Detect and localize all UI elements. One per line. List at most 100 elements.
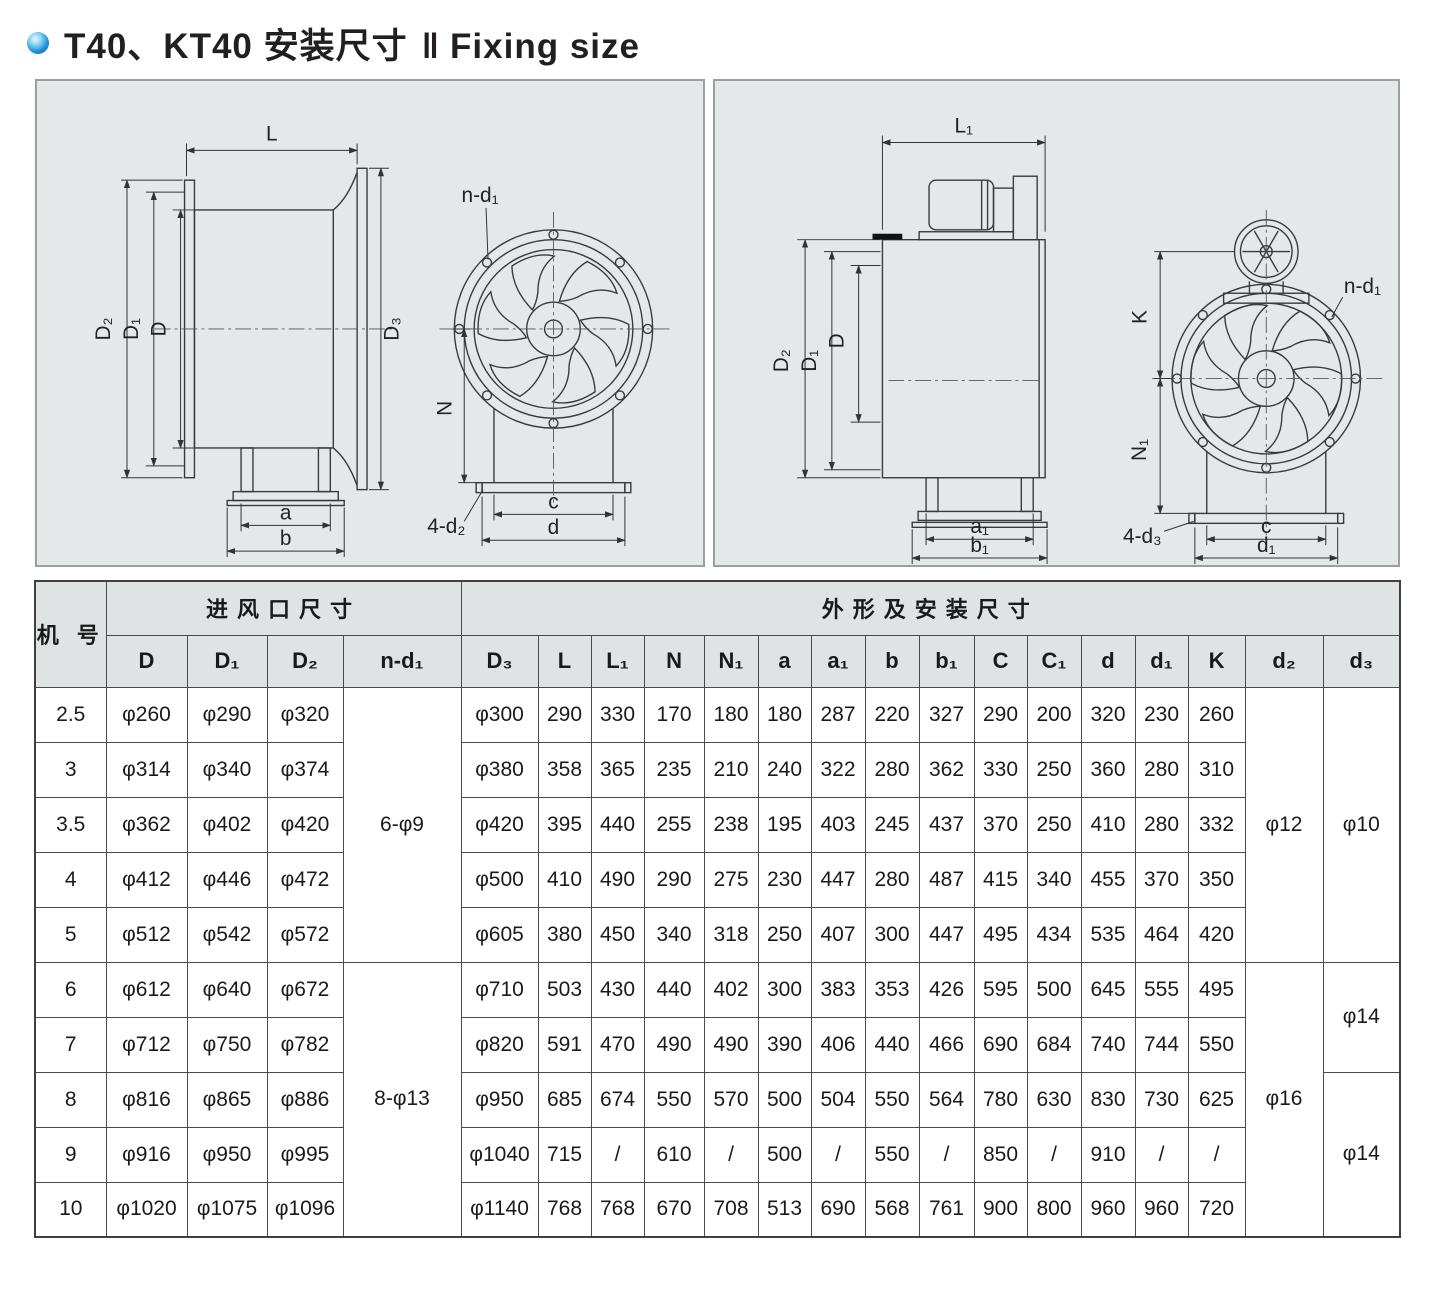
col-header-D3: D₃ [460, 634, 539, 688]
table-cell: φ1020 [105, 1181, 188, 1238]
label-c: c [548, 490, 558, 513]
table-cell: 250 [1026, 796, 1082, 853]
table-cell: 504 [810, 1071, 866, 1128]
table-cell: 440 [590, 796, 645, 853]
table-cell: 310 [1187, 741, 1246, 798]
callout-4-d2: 4-d₂ [427, 489, 484, 538]
machine-no-cell: 6 [34, 961, 107, 1018]
table-cell: 330 [590, 686, 645, 743]
table-cell: φ300 [460, 686, 539, 743]
table-cell: 761 [918, 1181, 975, 1238]
table-cell: 455 [1080, 851, 1136, 908]
dim-D2: D₂ [92, 179, 183, 479]
machine-no-cell: 9 [34, 1126, 107, 1183]
kt40-front-view [1152, 209, 1383, 536]
table-cell: 550 [864, 1126, 920, 1183]
table-cell: 230 [757, 851, 812, 908]
title-main: T40、KT40 安装尺寸 [64, 26, 408, 66]
table-cell: 290 [973, 686, 1028, 743]
dim-a1: a₁ [925, 513, 1035, 546]
label-a1: a₁ [970, 515, 989, 538]
callout-n-d1: n-d₁ [462, 184, 499, 260]
label-d1: d₁ [1257, 534, 1276, 557]
table-cell: 195 [757, 796, 812, 853]
table-cell: 320 [1080, 686, 1136, 743]
merged-cell-d3: φ14 [1322, 1071, 1401, 1238]
table-cell: 370 [973, 796, 1028, 853]
table-cell: 450 [590, 906, 645, 963]
col-header-b1: b₁ [918, 634, 975, 688]
header-machine-no: 机 号 [34, 580, 107, 688]
table-cell: 715 [537, 1126, 592, 1183]
table-cell: φ472 [266, 851, 344, 908]
dim-c: c [1205, 515, 1327, 546]
machine-no-cell: 8 [34, 1071, 107, 1128]
table-cell: φ1140 [460, 1181, 539, 1238]
table-cell: 490 [703, 1016, 759, 1073]
table-cell: 690 [973, 1016, 1028, 1073]
label-L1: L₁ [954, 115, 973, 138]
t40-drawing: L D₂ D₁ D D₃ [92, 123, 673, 558]
col-header-D: D [105, 634, 188, 688]
table-cell: 744 [1134, 1016, 1189, 1073]
title-separator: ‖ [421, 26, 441, 66]
table-cell: 360 [1080, 741, 1136, 798]
table-cell: 625 [1187, 1071, 1246, 1128]
table-cell: 591 [537, 1016, 592, 1073]
dim-D1: D₁ [120, 191, 185, 467]
page-title: T40、KT40 安装尺寸‖Fixing size [27, 20, 1433, 66]
label-b1: b₁ [970, 534, 989, 557]
machine-no-cell: 5 [34, 906, 107, 963]
dim-a: a [240, 501, 332, 532]
bullet-icon [27, 32, 49, 54]
machine-no-cell: 7 [34, 1016, 107, 1073]
dim-D: D [148, 209, 195, 449]
label-N: N [433, 401, 456, 416]
kt40-drawing: L₁ D₂ D₁ D a₁ [770, 115, 1383, 565]
table-cell: 380 [537, 906, 592, 963]
table-cell: / [918, 1126, 975, 1183]
table-cell: 383 [810, 961, 866, 1018]
dim-D: D [826, 264, 881, 424]
table-cell: 800 [1026, 1181, 1082, 1238]
label-n-d1: n-d₁ [1344, 275, 1381, 298]
table-cell: 395 [537, 796, 592, 853]
table-cell: φ402 [186, 796, 268, 853]
table-cell: φ672 [266, 961, 344, 1018]
col-header-a: a [757, 634, 812, 688]
table-cell: 410 [537, 851, 592, 908]
table-cell: 250 [1026, 741, 1082, 798]
col-header-D1: D₁ [186, 634, 268, 688]
table-cell: φ446 [186, 851, 268, 908]
label-n-d1: n-d₁ [462, 184, 499, 207]
table-cell: 280 [864, 851, 920, 908]
table-cell: 564 [918, 1071, 975, 1128]
table-cell: φ320 [266, 686, 344, 743]
table-cell: 690 [810, 1181, 866, 1238]
table-cell: / [590, 1126, 645, 1183]
table-cell: 420 [1187, 906, 1246, 963]
label-a: a [280, 501, 292, 524]
machine-no-cell: 3 [34, 741, 107, 798]
table-cell: φ572 [266, 906, 344, 963]
table-cell: 245 [864, 796, 920, 853]
table-cell: 407 [810, 906, 866, 963]
table-cell: 390 [757, 1016, 812, 1073]
table-cell: 495 [1187, 961, 1246, 1018]
label-D3: D₃ [381, 317, 404, 341]
label-b: b [280, 527, 292, 550]
dim-b: b [226, 507, 346, 558]
table-cell: 447 [810, 851, 866, 908]
table-cell: 550 [1187, 1016, 1246, 1073]
label-D: D [826, 333, 849, 348]
table-cell: 830 [1080, 1071, 1136, 1128]
callout-4-d3: 4-d₃ [1123, 520, 1195, 548]
table-cell: 275 [703, 851, 759, 908]
table-cell: 287 [810, 686, 866, 743]
table-cell: 290 [643, 851, 705, 908]
